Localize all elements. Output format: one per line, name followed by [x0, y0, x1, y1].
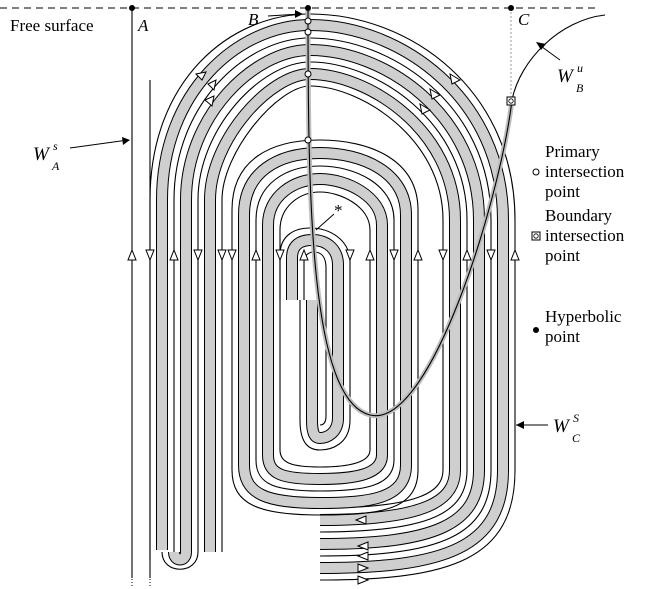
- outer-loops: [149, 13, 516, 581]
- flow-arrows: [127, 71, 520, 585]
- flow-arrow: [510, 248, 520, 261]
- flow-arrow: [194, 71, 207, 81]
- svg-text:u: u: [577, 61, 583, 75]
- primary-intersection-point: [304, 17, 312, 25]
- wb-pointer-arrowhead: [536, 42, 546, 50]
- flow-arrow: [345, 249, 355, 262]
- legend-primary: Primary intersection point: [532, 142, 625, 201]
- legend-filled-dot-icon: [533, 327, 539, 333]
- svg-text:S: S: [573, 411, 579, 425]
- wc-pointer-arrowhead: [516, 421, 524, 429]
- point-a-label: A: [137, 16, 149, 35]
- primary-intersection-point: [304, 136, 312, 144]
- flow-arrow: [357, 563, 370, 573]
- flow-arrow: [299, 248, 309, 261]
- primary-intersection-point: [304, 28, 312, 36]
- point-c-label: C: [518, 10, 530, 29]
- flow-arrow: [357, 575, 370, 585]
- flow-arrow: [207, 79, 217, 92]
- svg-text:point: point: [545, 182, 580, 201]
- flow-arrow: [217, 249, 227, 262]
- legend-boundary: Boundary intersection point: [531, 206, 625, 265]
- svg-text:intersection: intersection: [545, 226, 625, 245]
- flow-arrow: [145, 249, 155, 262]
- svg-text:Hyperbolic: Hyperbolic: [545, 307, 622, 326]
- flow-arrow: [356, 551, 369, 561]
- manifold-label-wc: W S C: [553, 411, 581, 445]
- flow-arrow: [438, 249, 448, 262]
- manifold-label-wb: W u B: [557, 61, 584, 95]
- flow-arrow: [204, 95, 215, 107]
- svg-text:point: point: [545, 327, 580, 346]
- boundary-intersection-point-inner: [508, 98, 514, 104]
- svg-text:A: A: [51, 159, 60, 173]
- flow-arrow: [193, 249, 203, 262]
- hyperbolic-point-c: [508, 5, 514, 11]
- flow-arrow: [127, 248, 137, 261]
- flow-arrow: [429, 87, 442, 100]
- svg-text:point: point: [545, 246, 580, 265]
- b-pointer-arrowhead: [295, 10, 303, 18]
- flow-arrow: [169, 248, 179, 261]
- svg-text:Boundary: Boundary: [545, 206, 613, 225]
- flow-arrow: [227, 249, 237, 262]
- middle-loops: [231, 139, 419, 516]
- flow-arrow: [419, 102, 432, 115]
- svg-text:s: s: [53, 139, 58, 153]
- flow-arrow: [251, 248, 261, 261]
- primary-intersection-point: [304, 70, 312, 78]
- svg-text:B: B: [576, 81, 584, 95]
- wa-pointer: [69, 139, 129, 149]
- legend-open-circle-icon: [532, 168, 540, 176]
- primary-points: [304, 17, 312, 144]
- b-pointer: [267, 13, 301, 17]
- manifold-label-wa: W s A: [33, 139, 60, 173]
- flow-arrow: [413, 248, 423, 261]
- star-label: *: [334, 201, 343, 220]
- svg-text:intersection: intersection: [545, 162, 625, 181]
- flow-arrow: [449, 72, 462, 85]
- hyperbolic-point-a: [129, 5, 135, 11]
- star-pointer: [315, 213, 335, 231]
- flow-arrow: [356, 541, 369, 551]
- flow-arrow: [365, 248, 375, 261]
- wa-pointer-arrowhead: [122, 137, 130, 145]
- free-surface-label: Free surface: [10, 16, 94, 35]
- svg-text:W: W: [33, 144, 51, 165]
- svg-text:Primary: Primary: [545, 142, 600, 161]
- flow-arrow: [462, 248, 472, 261]
- flow-arrow: [389, 249, 399, 262]
- manifold-wb-curve: [307, 7, 606, 417]
- svg-text:C: C: [572, 431, 581, 445]
- svg-text:W: W: [553, 416, 571, 437]
- flow-arrow: [275, 249, 285, 262]
- hyperbolic-point-b: [305, 5, 311, 11]
- flow-arrow: [354, 515, 367, 525]
- svg-text:W: W: [557, 66, 575, 87]
- point-b-label: B: [248, 10, 259, 29]
- legend: Primary intersection point Boundary inte…: [531, 142, 625, 346]
- flow-arrow: [486, 249, 496, 262]
- legend-hyperbolic: Hyperbolic point: [533, 307, 622, 346]
